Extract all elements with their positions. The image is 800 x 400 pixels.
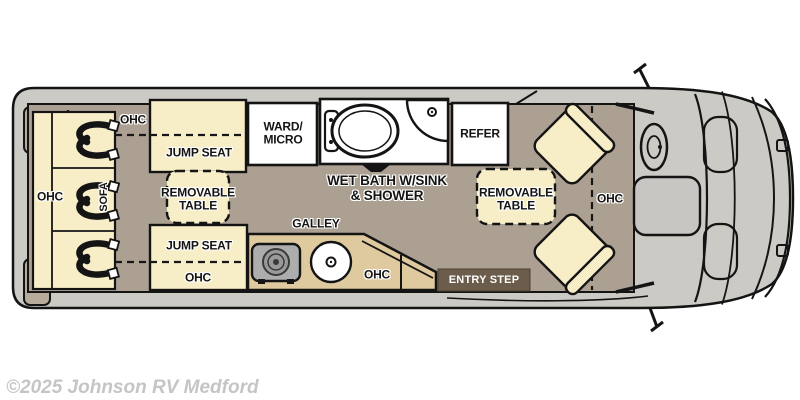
removable-table-right bbox=[475, 167, 557, 226]
label-jump-seat-top: JUMP SEAT bbox=[166, 145, 232, 160]
swivel-chair-bottom bbox=[533, 213, 616, 296]
label-removable-table-right-line2: TABLE bbox=[496, 199, 536, 213]
label-galley: GALLEY bbox=[292, 216, 340, 231]
wardrobe-microwave-cabinet bbox=[246, 101, 319, 167]
wet-bath bbox=[318, 97, 450, 172]
label-ward-micro-line1: WARD/ bbox=[263, 119, 303, 134]
mirror-bottom-icon bbox=[648, 307, 664, 333]
bath-door-marker bbox=[361, 164, 391, 172]
label-removable-table-right-line1: REMOVABLE bbox=[479, 185, 553, 200]
watermark: ©2025 Johnson RV Medford bbox=[6, 377, 259, 398]
label-removable-table-left-line2: TABLE bbox=[178, 199, 218, 213]
label-ohc-cab: OHC bbox=[596, 191, 624, 206]
label-wet-bath: WET BATH W/SINK & SHOWER bbox=[327, 173, 447, 203]
label-entry-step: ENTRY STEP bbox=[448, 273, 520, 286]
label-removable-table-right: REMOVABLE TABLE bbox=[479, 185, 553, 214]
removable-table-left bbox=[165, 169, 231, 225]
label-ohc-jump-seat: OHC bbox=[184, 270, 212, 285]
label-wet-bath-line2: & SHOWER bbox=[350, 188, 424, 203]
label-ohc-top: OHC bbox=[119, 112, 147, 127]
toilet-icon bbox=[323, 103, 400, 159]
cab-details bbox=[615, 62, 789, 333]
side-marker-bottom bbox=[776, 244, 789, 257]
corner-shower-icon bbox=[405, 98, 450, 143]
hood-line bbox=[721, 91, 736, 305]
mirror-top-icon bbox=[633, 62, 651, 89]
sofa bbox=[31, 110, 119, 291]
label-wet-bath-line1: WET BATH W/SINK bbox=[327, 172, 447, 188]
steering-wheel-icon bbox=[639, 122, 669, 172]
jump-seat-bottom bbox=[148, 223, 249, 292]
label-ward-micro-line2: MICRO bbox=[263, 133, 303, 147]
swivel-chair-top bbox=[533, 102, 616, 185]
label-jump-seat-bottom: JUMP SEAT bbox=[166, 238, 232, 253]
entry-step bbox=[437, 268, 531, 292]
a-pillar-bottom bbox=[615, 281, 655, 294]
label-removable-table-left-line1: REMOVABLE bbox=[161, 185, 235, 200]
door-frame-line bbox=[515, 90, 538, 105]
front-bumper-line bbox=[764, 98, 792, 298]
door-sill-line bbox=[446, 295, 649, 302]
front-fender-line bbox=[751, 96, 776, 300]
side-marker-top bbox=[776, 139, 789, 152]
label-ward-micro: WARD/ MICRO bbox=[263, 119, 303, 148]
label-ohc-galley: OHC bbox=[363, 267, 391, 282]
sink-icon bbox=[309, 240, 353, 284]
refrigerator bbox=[450, 101, 510, 167]
label-ohc-sofa: OHC bbox=[36, 189, 64, 204]
label-sofa: SOFA bbox=[97, 182, 110, 212]
label-refer: REFER bbox=[460, 126, 500, 141]
center-console bbox=[632, 175, 702, 237]
a-pillar-top bbox=[615, 102, 655, 115]
windshield-line bbox=[693, 93, 709, 303]
label-removable-table-left: REMOVABLE TABLE bbox=[161, 185, 235, 214]
stove-icon bbox=[250, 242, 302, 284]
